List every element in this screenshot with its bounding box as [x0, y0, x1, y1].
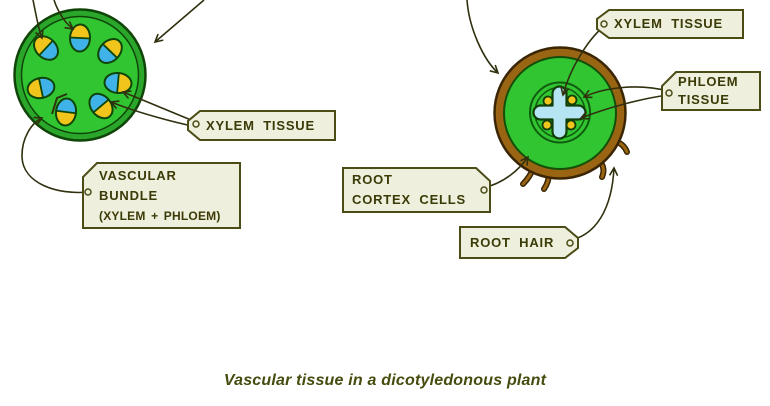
tag-root-cortex [342, 167, 491, 213]
bundle-bracket [51, 93, 68, 115]
tag-phloem [661, 71, 761, 111]
arrow-phloem-1 [584, 86, 669, 97]
tag-eyelet [665, 89, 673, 97]
arrow-xylem-right [563, 26, 604, 95]
tag-eyelet [480, 186, 488, 194]
label-tags [82, 9, 761, 259]
stem-cross-section [13, 8, 147, 142]
phloem-dot [541, 119, 553, 131]
tag-root-xylem [596, 9, 744, 39]
arrow-vascular-bundle [21, 118, 89, 194]
root-cross-section [493, 46, 630, 192]
tag-eyelet [192, 120, 200, 128]
tag-vascular-bundle [82, 162, 241, 229]
tag-eyelet [566, 239, 574, 247]
arrow-root-hair [565, 168, 614, 242]
phloem-dot [542, 95, 554, 107]
tag-eyelet [600, 20, 608, 28]
arrow-to-bundle-2 [53, 0, 73, 29]
tag-eyelet [84, 188, 92, 196]
arrow-to-stem [155, 0, 205, 42]
phloem-dot [565, 119, 577, 131]
arrow-to-bundle-1 [32, 0, 42, 38]
arrow-to-root [466, 0, 498, 73]
phloem-dot [566, 94, 578, 106]
arrow-phloem-2 [581, 94, 669, 118]
figure-caption: Vascular tissue in a dicotyledonous plan… [223, 372, 547, 389]
tag-stem-xylem [187, 110, 336, 141]
tag-root-hair [459, 226, 579, 259]
